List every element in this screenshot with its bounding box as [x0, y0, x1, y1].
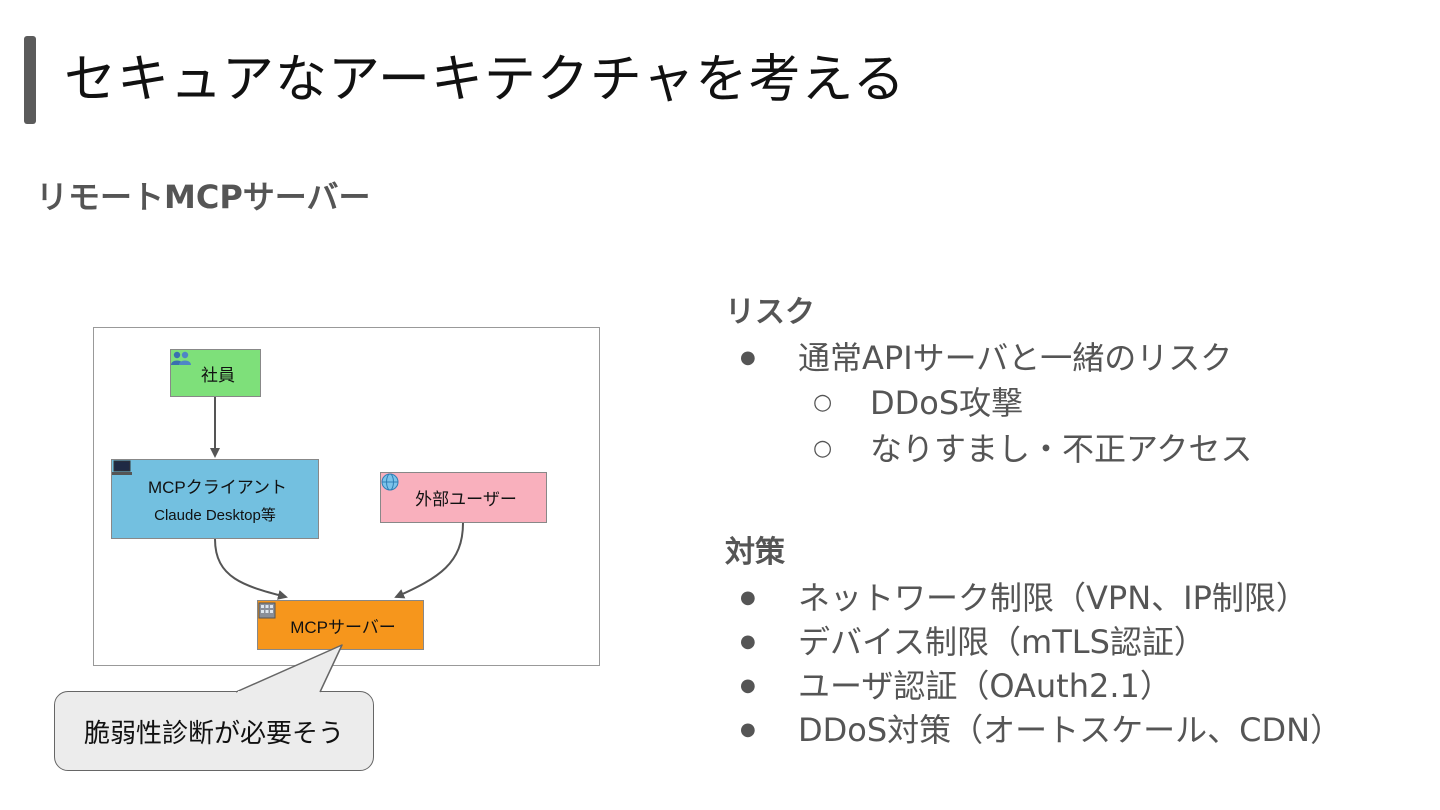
- page-subtitle: リモートMCPサーバー: [36, 178, 371, 216]
- edge-client-server: [214, 538, 288, 600]
- diagram-edges: [210, 397, 464, 600]
- node-employee: 社員: [170, 349, 261, 397]
- risk-heading: リスク: [725, 295, 815, 330]
- risk-list: 通常APIサーバと一緒のリスク DDoS攻撃 なりすまし・不正アクセス: [725, 336, 1425, 472]
- list-item: 通常APIサーバと一緒のリスク: [725, 336, 1425, 380]
- list-item: DDoS対策（オートスケール、CDN）: [725, 708, 1425, 752]
- node-mcp-client: MCPクライアント Claude Desktop等: [111, 459, 319, 539]
- node-external-label: 外部ユーザー: [415, 490, 517, 509]
- node-employee-label: 社員: [201, 365, 235, 385]
- list-item: デバイス制限（mTLS認証）: [725, 620, 1425, 664]
- list-item: ネットワーク制限（VPN、IP制限）: [725, 576, 1425, 620]
- node-external-user: 外部ユーザー: [380, 472, 547, 523]
- callout-text: 脆弱性診断が必要そう: [83, 718, 344, 749]
- title-accent-bar: [24, 36, 36, 124]
- countermeasures-heading: 対策: [725, 535, 785, 570]
- edge-external-server: [394, 522, 464, 599]
- callout-bubble: 脆弱性診断が必要そう: [54, 691, 374, 771]
- risk-and-countermeasures: リスク 通常APIサーバと一緒のリスク DDoS攻撃 なりすまし・不正アクセス …: [725, 290, 1425, 752]
- node-client-sublabel: Claude Desktop等: [154, 507, 276, 524]
- architecture-diagram: 社員 MCPクライアント Claude Desktop等 外部ユーザー: [93, 327, 600, 666]
- node-client-label: MCPクライアント: [147, 478, 288, 497]
- list-subitem: DDoS攻撃: [725, 380, 1425, 426]
- node-server-label: MCPサーバー: [290, 617, 396, 637]
- list-item: ユーザ認証（OAuth2.1）: [725, 664, 1425, 708]
- countermeasures-list: ネットワーク制限（VPN、IP制限） デバイス制限（mTLS認証） ユーザ認証（…: [725, 576, 1425, 752]
- node-mcp-server: MCPサーバー: [257, 600, 424, 650]
- list-subitem: なりすまし・不正アクセス: [725, 426, 1425, 472]
- page-title: セキュアなアーキテクチャを考える: [64, 50, 906, 110]
